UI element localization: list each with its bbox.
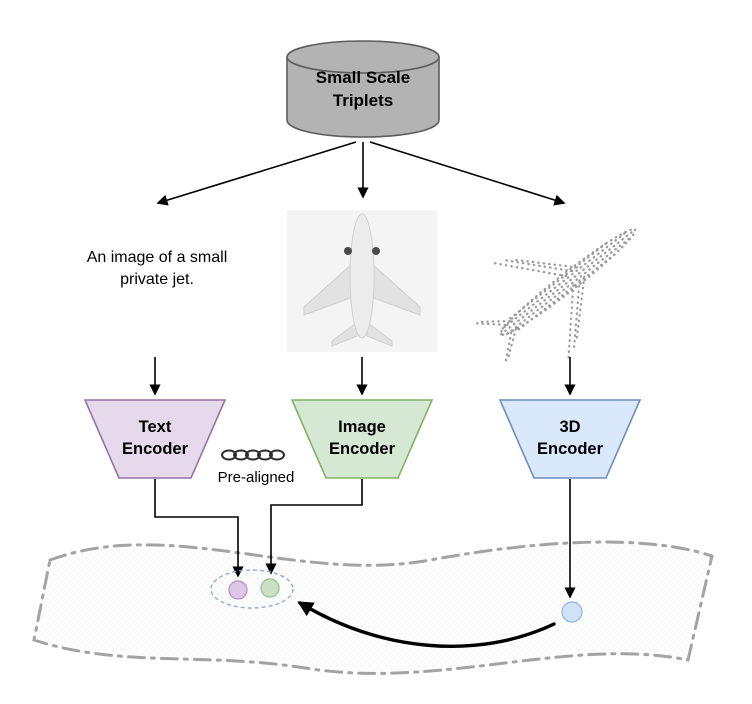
arrow-to-3d: [369, 141, 566, 206]
encoder-to-embedding-connectors: [154, 479, 576, 599]
airplane-engine-right: [372, 247, 380, 255]
text-encoder-shape: [83, 399, 227, 479]
chain-icon: [221, 449, 285, 461]
arrow-to-text: [156, 141, 357, 206]
alignment-ellipse: [210, 569, 294, 609]
dataset-fanout-arrows: [156, 141, 566, 206]
threed-encoder-shape: [498, 399, 642, 479]
pointcloud-image: [472, 228, 637, 366]
airplane-image: [287, 210, 437, 352]
connector-text-embedding: [154, 479, 244, 578]
airplane-engine-left: [344, 247, 352, 255]
alignment-arrow: [297, 601, 556, 648]
embedding-space-surface: [32, 540, 714, 675]
image-encoder-shape: [290, 399, 434, 479]
text-embedding-dot: [228, 580, 248, 600]
threed-embedding-dot: [561, 601, 583, 623]
connector-image-embedding: [265, 479, 363, 575]
dataset-cylinder: [286, 40, 440, 138]
image-embedding-dot: [260, 578, 280, 598]
modality-to-encoder-arrows: [149, 357, 576, 396]
